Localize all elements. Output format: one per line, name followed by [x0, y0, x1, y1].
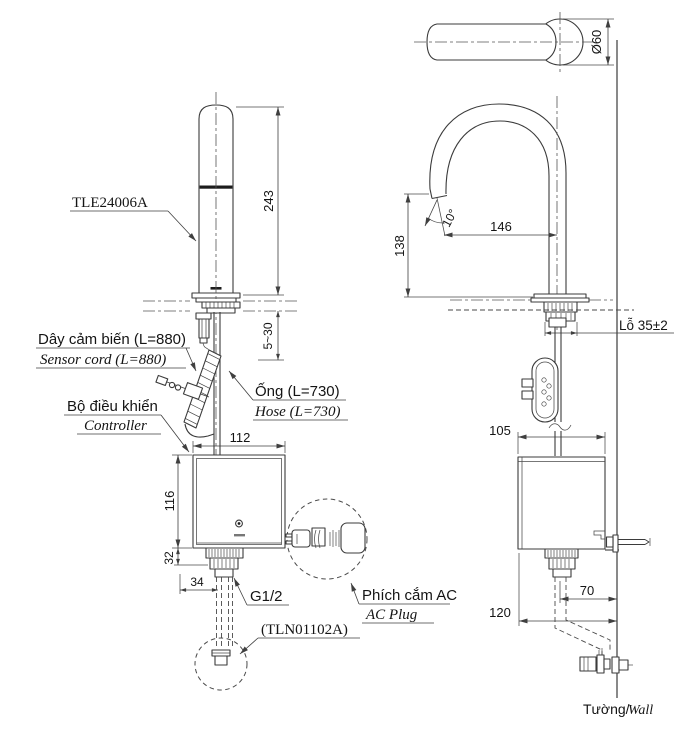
drain-detail [194, 637, 248, 691]
counter-lines-side [448, 299, 634, 311]
label-controller: Bộ điều khiển Controller [64, 398, 190, 453]
ac-plug-detail [285, 498, 368, 580]
dim-32: 32 [162, 551, 176, 565]
hose-en-text: Hose (L=730) [254, 404, 341, 420]
dim-inlet-height: 32 [162, 548, 208, 566]
dim-10deg: 10° [439, 207, 460, 230]
mounting-nut-front [201, 301, 241, 314]
dim-d60: Ø60 [589, 30, 604, 55]
screw-head [605, 536, 614, 548]
dim-34: 34 [190, 575, 204, 589]
wall-en-text: Wall [628, 703, 653, 718]
label-product-code: TLE24006A [70, 195, 197, 242]
front-view: 243 5~30 112 116 32 34 TLE24006A Dây cảm… [36, 92, 457, 691]
supply-pipe-front [216, 577, 233, 649]
label-ac-plug: Phích cắm AC AC Plug [350, 582, 457, 624]
dim-spout-diameter: Ø60 [563, 18, 614, 66]
dim-138: 138 [392, 235, 407, 257]
flange-side [530, 293, 590, 322]
controller-side [517, 456, 651, 553]
dim-inlet-width: 34 [179, 574, 218, 594]
label-wall: Tường/ Wall [583, 701, 653, 718]
dim-120: 120 [489, 605, 511, 620]
dim-spout-reach: 146 [444, 219, 557, 238]
sensor-cord-front [155, 349, 222, 438]
inlet-fitting-front [205, 547, 244, 578]
plan-view [414, 12, 597, 72]
bracket-clip [593, 530, 605, 540]
dim-controller-height: 116 [162, 454, 192, 549]
label-thread: G1/2 [233, 577, 289, 606]
spout-body-plan [426, 23, 557, 61]
product-code-text: TLE24006A [72, 195, 148, 211]
dim-controller-depth: 105 [489, 423, 606, 454]
dim-wall-offset: 120 [489, 553, 617, 626]
wall-bracket [612, 534, 619, 553]
label-sensor-cord: Dây cảm biến (L=880) Sensor cord (L=880) [36, 331, 197, 372]
inlet-fitting-side [544, 548, 579, 578]
side-view: Ø60 10° 146 138 [392, 12, 674, 718]
counter-lines-front [143, 300, 298, 312]
label-drain-code: (TLN01102A) [239, 622, 360, 655]
dim-pipe-offset: 70 [559, 581, 617, 603]
hose-front [213, 312, 221, 455]
wall-vi-text: Tường/ [583, 701, 630, 717]
stop-valve [579, 648, 633, 674]
dim-116: 116 [162, 491, 177, 512]
cord-connector [182, 382, 204, 400]
label-hose: Ống (L=730) Hose (L=730) [228, 370, 348, 421]
drain-code-text: (TLN01102A) [261, 622, 348, 638]
ac-plug-en-text: AC Plug [365, 607, 418, 623]
dim-146: 146 [490, 219, 512, 234]
base-flange [191, 292, 241, 299]
dim-70: 70 [580, 583, 594, 598]
controller-front [192, 454, 286, 549]
hole-label-text: Lỗ 35±2 [619, 318, 668, 333]
dim-5-30: 5~30 [261, 322, 275, 349]
hose-vi-text: Ống (L=730) [255, 382, 340, 400]
ac-plug-vi-text: Phích cắm AC [362, 587, 457, 604]
water-direction-arrow [424, 199, 438, 227]
controller-en-text: Controller [84, 418, 147, 434]
dim-deck-range: 5~30 [258, 311, 284, 361]
dim-outlet-height: 138 [392, 193, 533, 298]
thread-size-text: G1/2 [250, 588, 283, 605]
sensor-cord-en-text: Sensor cord (L=880) [40, 352, 166, 368]
sensor-plug-front [195, 312, 212, 352]
dim-243: 243 [261, 190, 276, 212]
sensor-cord-vi-text: Dây cảm biến (L=880) [38, 331, 186, 348]
sensor-cord-side [521, 357, 559, 423]
dim-controller-width: 112 [192, 430, 286, 453]
controller-vi-text: Bộ điều khiển [67, 398, 158, 415]
ac-adapter-body [340, 522, 366, 554]
brand-mark [234, 534, 245, 537]
dim-112: 112 [230, 430, 251, 445]
dim-105: 105 [489, 423, 511, 438]
ac-plug-body [291, 529, 311, 548]
led-indicator [235, 519, 243, 528]
dim-spout-height: 243 [236, 106, 284, 296]
